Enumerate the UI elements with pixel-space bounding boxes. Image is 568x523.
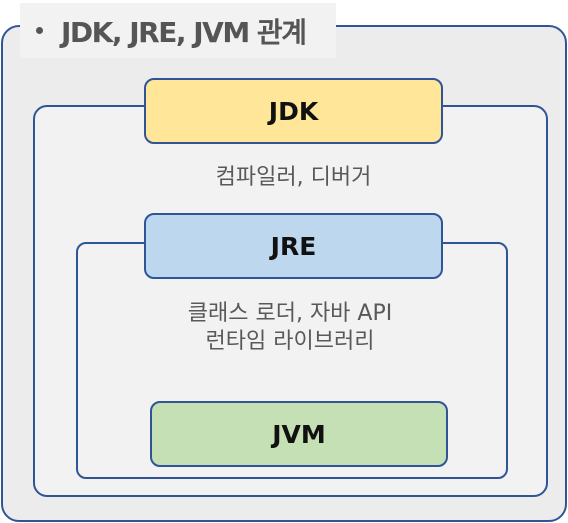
diagram-title: JDK, JRE, JVM 관계 bbox=[20, 3, 336, 58]
jdk-description: 컴파일러, 디버거 bbox=[215, 165, 372, 190]
jvm-label: JVM bbox=[272, 419, 326, 449]
jre-description-line: 클래스 로더, 자바 API bbox=[187, 301, 393, 326]
jre-description-line: 런타임 라이브러리 bbox=[205, 329, 375, 354]
jvm-label-box: JVM bbox=[150, 401, 448, 467]
jdk-label-box: JDK bbox=[144, 78, 443, 144]
bullet-icon bbox=[36, 27, 43, 34]
jre-label: JRE bbox=[270, 231, 317, 261]
jre-description: 클래스 로더, 자바 API 런타임 라이브러리 bbox=[130, 300, 450, 356]
jdk-label: JDK bbox=[268, 96, 319, 126]
title-text: JDK, JRE, JVM 관계 bbox=[61, 15, 307, 49]
jre-label-box: JRE bbox=[144, 213, 443, 279]
